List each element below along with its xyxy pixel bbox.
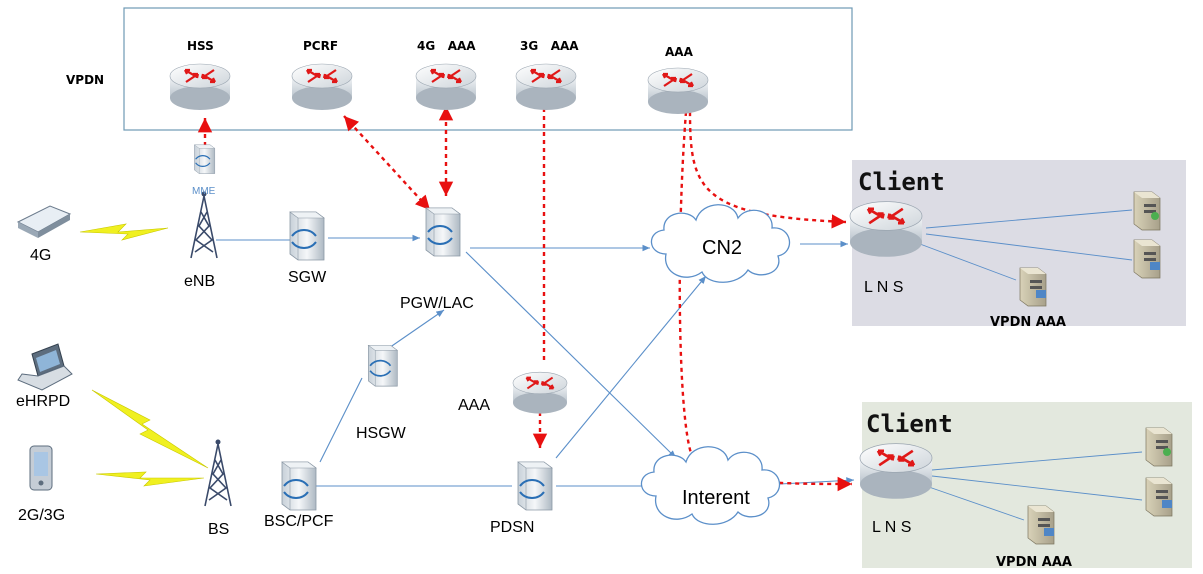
client-top-server-1-icon (1133, 191, 1161, 231)
pgw-lac-switch-icon (425, 207, 461, 257)
bs-tower-icon (204, 438, 232, 507)
aaa-4g-router-icon (414, 62, 478, 112)
database-icon (1162, 500, 1172, 508)
wireless-ehrpd-icon (91, 389, 209, 469)
hss-router-icon (168, 62, 232, 112)
aaa-router-icon (646, 66, 710, 116)
aaa-3g-label: 3G AAA (520, 39, 579, 53)
pdsn-switch-icon (517, 461, 553, 511)
vpdn-box (123, 7, 853, 131)
database-icon (1150, 262, 1160, 270)
aaa-label: AAA (665, 45, 694, 59)
client-bottom-server-1-icon (1145, 427, 1173, 467)
modem-4g-icon (16, 205, 72, 238)
wireless-2g3g-icon (95, 471, 205, 487)
phone-2g3g-icon (29, 445, 53, 491)
vpdn-aaa-top-label: VPDN AAA (990, 315, 1066, 330)
vpdn-label: VPDN (66, 73, 104, 87)
lns-bottom-label: L N S (872, 519, 911, 536)
enb-tower-icon (190, 190, 218, 259)
vpdn-aaa-top-server-icon (1019, 267, 1047, 307)
pdsn-label: PDSN (490, 519, 534, 536)
client-top-title: Client (858, 168, 945, 196)
aaa-mid-router-icon (512, 371, 568, 415)
internet-cloud-icon (640, 446, 781, 525)
client-bottom-title: Client (866, 410, 953, 438)
bs-label: BS (208, 521, 229, 538)
mme-label: MME (192, 186, 216, 197)
pgw-lac-label: PGW/LAC (400, 295, 474, 312)
hsgw-switch-icon (367, 344, 399, 387)
database-icon (1044, 528, 1054, 536)
vpdn-aaa-bottom-label: VPDN AAA (996, 555, 1072, 570)
enb-label: eNB (184, 273, 215, 290)
lns-top-label: L N S (864, 279, 903, 296)
pcrf-router-icon (290, 62, 354, 112)
database-icon (1036, 290, 1046, 298)
vpdn-aaa-bottom-server-icon (1027, 505, 1055, 545)
cn2-label: CN2 (702, 237, 742, 259)
sgw-label: SGW (288, 269, 327, 286)
hsgw-label: HSGW (356, 425, 407, 442)
aaa-3g-router-icon (514, 62, 578, 112)
bsc-pcf-label: BSC/PCF (264, 513, 334, 530)
ue-4g-label: 4G (30, 247, 51, 264)
bsc-pcf-switch-icon (281, 461, 317, 511)
laptop-ehrpd-icon (17, 343, 73, 391)
status-ok-icon (1163, 448, 1171, 456)
status-ok-icon (1151, 212, 1159, 220)
client-bottom-server-2-icon (1145, 477, 1173, 517)
client-top-server-2-icon (1133, 239, 1161, 279)
aaa-mid-label: AAA (458, 397, 490, 414)
ehrpd-label: eHRPD (16, 393, 70, 410)
wireless-4g-icon (79, 223, 169, 241)
pcrf-label: PCRF (303, 39, 338, 53)
mme-icon (193, 144, 216, 175)
aaa-4g-label: 4G AAA (417, 39, 476, 53)
hss-label: HSS (187, 39, 214, 53)
internet-label: Interent (682, 487, 750, 509)
sgw-switch-icon (289, 211, 325, 261)
lns-top-router-icon (848, 200, 924, 259)
ue-2g3g-label: 2G/3G (18, 507, 65, 524)
lns-bottom-router-icon (858, 442, 934, 501)
